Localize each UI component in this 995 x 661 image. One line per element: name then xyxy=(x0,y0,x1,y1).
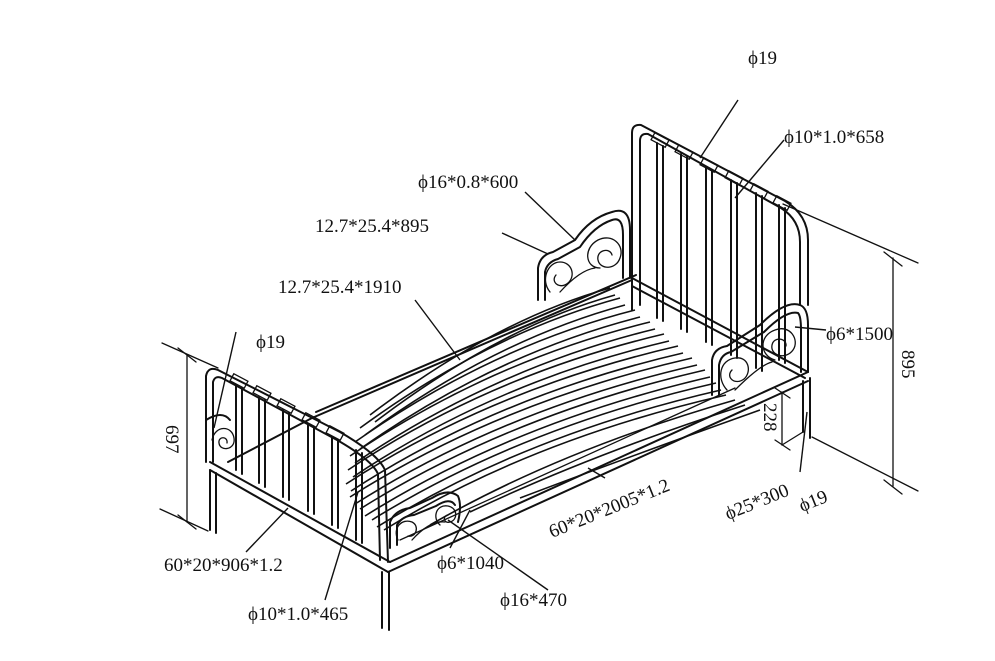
bed-slats xyxy=(345,287,761,531)
label-foot-scroll-tube: ϕ16*470 xyxy=(500,590,567,611)
label-footboard-bars: ϕ10*1.0*465 xyxy=(248,604,348,625)
headboard xyxy=(631,123,809,372)
footboard xyxy=(205,367,389,563)
label-foot-height: 697 xyxy=(161,425,182,454)
leader-lines xyxy=(213,99,827,601)
head-left-scroll xyxy=(537,209,631,301)
headboard-bars xyxy=(656,142,786,372)
label-headboard-bars: ϕ10*1.0*658 xyxy=(784,127,884,148)
label-head-scroll-wire: ϕ6*1500 xyxy=(826,324,893,345)
foot-front-scroll xyxy=(389,491,461,549)
dimension-labels: ϕ19 ϕ10*1.0*658 ϕ16*0.8*600 12.7*25.4*89… xyxy=(161,48,918,625)
dimension-lines xyxy=(159,203,919,532)
label-upper-rail-895: 12.7*25.4*895 xyxy=(315,216,429,237)
label-headboard-top-tube: ϕ19 xyxy=(748,48,777,69)
footboard-collars xyxy=(229,372,345,442)
label-foot-frame: 60*20*906*1.2 xyxy=(164,555,283,576)
head-right-scroll xyxy=(711,303,809,396)
footboard-bars xyxy=(235,384,363,544)
label-side-frame: 60*20*2005*1.2 xyxy=(546,475,673,543)
bed-frame xyxy=(209,274,809,573)
bed-legs xyxy=(209,377,811,631)
label-head-height: 895 xyxy=(897,350,918,379)
label-long-rail-1910: 12.7*25.4*1910 xyxy=(278,277,402,298)
label-leg-height: 228 xyxy=(759,403,780,432)
label-leg-tube-2: ϕ19 xyxy=(796,486,831,516)
headboard-collars xyxy=(650,131,792,212)
label-leg-tube: ϕ25*300 xyxy=(722,480,792,525)
label-side-scroll-tube: ϕ16*0.8*600 xyxy=(418,172,518,193)
label-foot-scroll-wire: ϕ6*1040 xyxy=(437,553,504,574)
label-footboard-tube: ϕ19 xyxy=(256,332,285,353)
